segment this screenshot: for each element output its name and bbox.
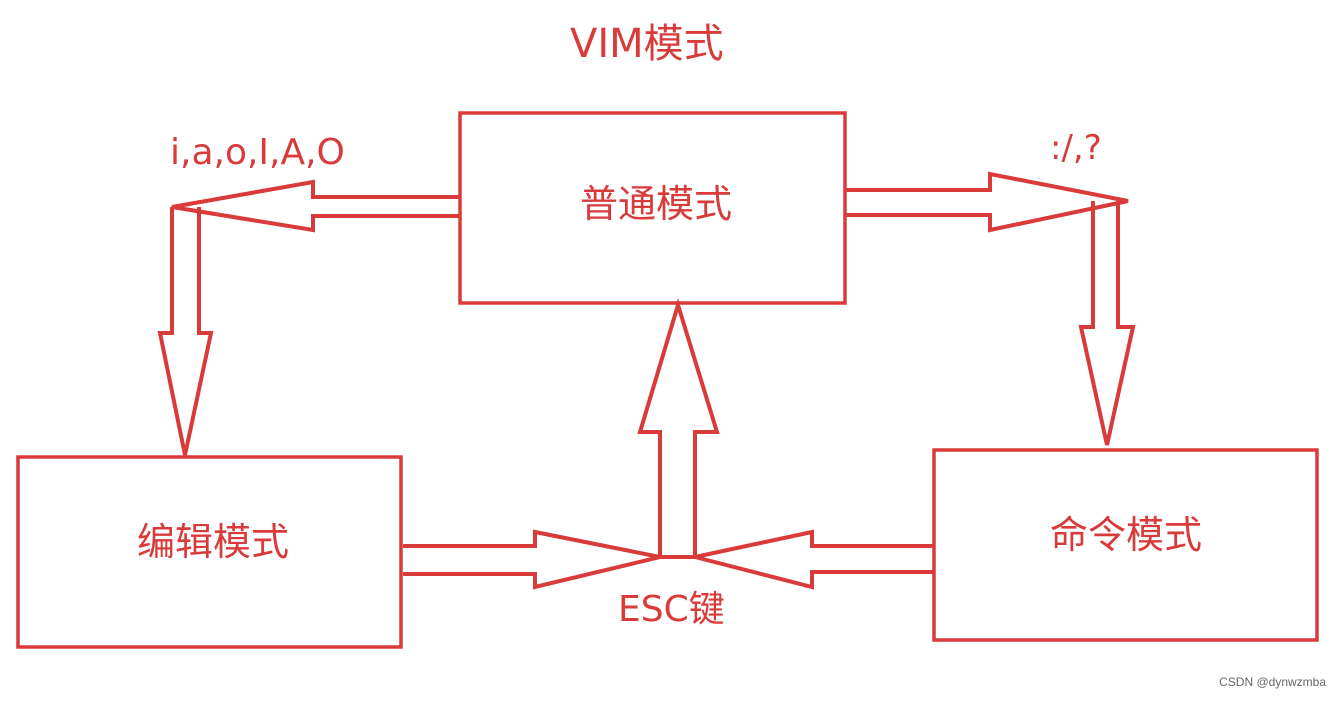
arrow-command-to-esc	[694, 529, 934, 590]
arrow-esc-to-normal	[637, 298, 720, 559]
command-mode-label: 命令模式	[1050, 513, 1203, 557]
arrow-edit-to-esc	[403, 529, 661, 590]
edit-mode-box	[16, 455, 403, 649]
diagram-title: VIM模式	[570, 21, 724, 67]
esc-key-label: ESC键	[618, 589, 725, 630]
normal-mode-box	[458, 111, 847, 305]
command-keys-label: :/,?	[1050, 128, 1102, 168]
arrow-down-to-edit	[157, 207, 214, 456]
arrow-normal-to-left	[171, 179, 460, 233]
normal-mode-label: 普通模式	[580, 182, 733, 226]
insert-keys-label: i,a,o,I,A,O	[170, 132, 345, 173]
arrow-down-to-command	[1078, 201, 1136, 446]
watermark: CSDN @dynwzmba	[1219, 675, 1326, 689]
arrow-normal-to-right	[845, 171, 1129, 233]
edit-mode-label: 编辑模式	[137, 520, 290, 564]
